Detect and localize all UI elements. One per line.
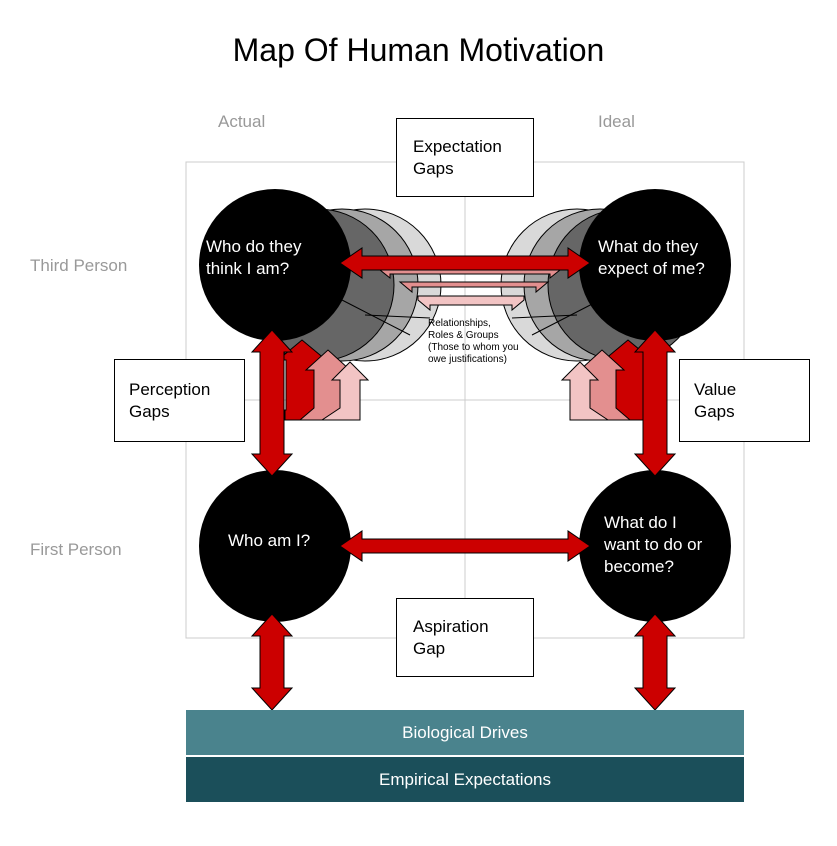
value-gaps-label: Value Gaps	[694, 379, 737, 421]
empirical-expectations-band: Empirical Expectations	[186, 757, 744, 802]
value-up-arrows	[560, 339, 654, 421]
circle-label-what-do-they-expect: What do they expect of me?	[598, 237, 705, 278]
circle-third-person-actual	[199, 189, 351, 341]
circle-label-who-do-they-think: Who do they think I am?	[206, 237, 302, 278]
column-label-actual: Actual	[218, 112, 266, 131]
circle-third-person-ideal	[579, 189, 731, 341]
circle-label-who-am-i: Who am I?	[228, 531, 311, 550]
main-double-arrows	[250, 247, 677, 711]
biological-drives-label: Biological Drives	[402, 722, 528, 742]
expectation-gaps-label: Expectation Gaps	[413, 136, 502, 178]
circle-first-person-actual	[199, 470, 351, 622]
perception-gaps-box: Perception Gaps	[114, 359, 245, 442]
column-label-ideal: Ideal	[598, 112, 635, 131]
biological-drives-band: Biological Drives	[186, 710, 744, 755]
value-gaps-box: Value Gaps	[679, 359, 810, 442]
circle-label-what-do-i-want: What do I want to do or become?	[604, 513, 703, 576]
empirical-expectations-label: Empirical Expectations	[379, 769, 551, 789]
row-label-first-person: First Person	[30, 540, 122, 559]
expectation-gaps-box: Expectation Gaps	[396, 118, 534, 197]
aspiration-gap-label: Aspiration Gap	[413, 616, 489, 658]
page-title: Map Of Human Motivation	[232, 32, 605, 68]
row-label-third-person: Third Person	[30, 256, 128, 275]
aspiration-gap-box: Aspiration Gap	[396, 598, 534, 677]
circle-first-person-ideal	[579, 470, 731, 622]
relationships-note: Relationships, Roles & Groups (Those to …	[428, 318, 519, 365]
perception-gaps-label: Perception Gaps	[129, 379, 211, 421]
